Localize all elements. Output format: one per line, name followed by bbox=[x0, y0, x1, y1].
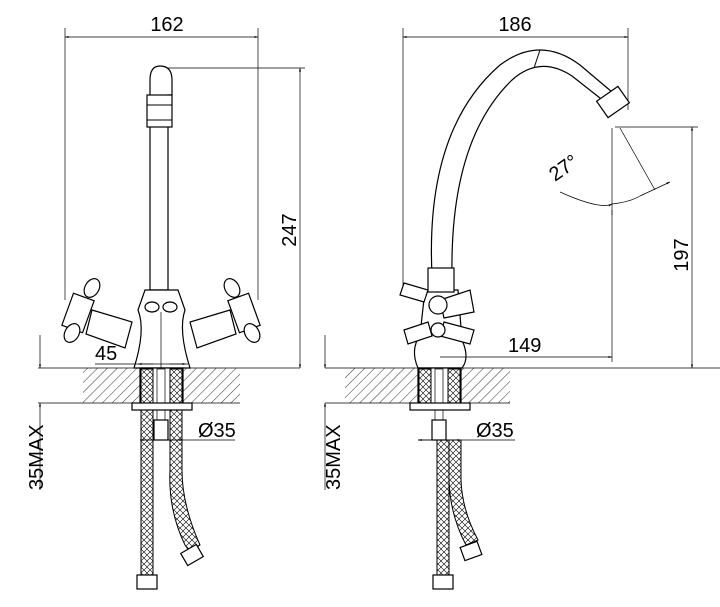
side-hole-dimension: Ø35 bbox=[418, 420, 515, 442]
swivel-spout bbox=[430, 49, 631, 276]
counter-label: 35MAX bbox=[26, 424, 48, 490]
height-label: 247 bbox=[279, 213, 301, 246]
width-dimension: 162 bbox=[64, 14, 259, 300]
side-hole-label: Ø35 bbox=[476, 420, 514, 442]
side-countertop bbox=[325, 367, 720, 404]
reach-width-label: 186 bbox=[498, 14, 531, 36]
angle-label: 27° bbox=[545, 151, 582, 186]
hole-label: Ø35 bbox=[198, 420, 236, 442]
reach-dimension: 149 bbox=[440, 210, 613, 362]
side-shank-and-hoses bbox=[409, 367, 483, 590]
reach-label: 149 bbox=[508, 335, 541, 357]
side-counter-label: 35MAX bbox=[323, 424, 345, 490]
spout-height-dimension: 197 bbox=[615, 126, 698, 368]
spout bbox=[146, 65, 173, 291]
height-dimension: 247 bbox=[160, 67, 305, 368]
faucet-body bbox=[133, 289, 191, 369]
spout-height-label: 197 bbox=[671, 238, 693, 271]
counter-thickness-dimension: 35MAX bbox=[26, 335, 48, 490]
side-counter-thickness-dimension: 35MAX bbox=[323, 335, 345, 490]
shank-and-hoses bbox=[131, 367, 205, 590]
left-handle bbox=[61, 278, 133, 349]
right-handle bbox=[189, 278, 261, 349]
hole-dimension: Ø35 bbox=[140, 420, 236, 442]
angle-dimension: 27° bbox=[545, 127, 671, 215]
width-label: 162 bbox=[150, 14, 183, 36]
front-view: 162 247 bbox=[26, 14, 305, 590]
base-dimension: 45 bbox=[95, 343, 188, 366]
base-label: 45 bbox=[95, 343, 117, 365]
side-body bbox=[399, 267, 475, 369]
reach-width-dimension: 186 bbox=[402, 14, 629, 290]
side-view: 186 27° 197 bbox=[323, 14, 720, 590]
